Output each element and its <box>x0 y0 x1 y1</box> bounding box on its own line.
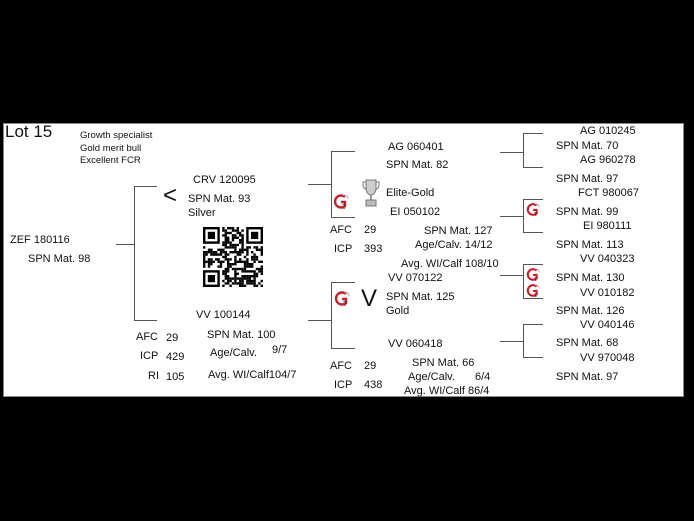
dam-icp-label: ICP <box>140 350 159 362</box>
ss-spn: SPN Mat. 82 <box>386 159 449 171</box>
g3-id-1: AG 010245 <box>580 125 636 137</box>
g3-id-5: VV 040323 <box>580 253 635 265</box>
g3-spn-8: SPN Mat. 97 <box>556 371 619 383</box>
sd-age: Age/Calv. 14/12 <box>415 239 493 251</box>
dam-age: 9/7 <box>272 344 288 356</box>
dam-wi: Avg. WI/Calf104/7 <box>208 369 297 381</box>
ds-rating: Gold <box>386 305 410 317</box>
subject-spn: SPN Mat. 98 <box>28 253 91 265</box>
sd-icp-label: ICP <box>334 243 353 255</box>
svg-text:T: T <box>534 293 538 298</box>
g3-id-7: VV 040146 <box>580 319 635 331</box>
ds-spn: SPN Mat. 125 <box>386 291 455 303</box>
sd-afc: 29 <box>364 224 377 236</box>
g3-spn-5: SPN Mat. 130 <box>556 272 625 284</box>
g3-spn-3: SPN Mat. 99 <box>556 206 619 218</box>
ss-id: AG 060401 <box>388 141 444 153</box>
g3-id-2: AG 960278 <box>580 154 636 166</box>
ss-award: Elite-Gold <box>386 187 435 199</box>
gt-logo-icon: T <box>334 291 350 307</box>
dam-afc-label: AFC <box>136 331 158 343</box>
sd-spn: SPN Mat. 127 <box>424 225 493 237</box>
g3-spn-4: SPN Mat. 113 <box>556 239 624 251</box>
sire-rating: Silver <box>188 207 216 219</box>
note-3: Excellent FCR <box>80 155 141 166</box>
note-1: Growth specialist <box>80 130 153 141</box>
g3-id-4: EI 980111 <box>583 220 632 232</box>
dam-ri-label: RI <box>148 370 159 382</box>
dd-icp: 438 <box>364 379 383 391</box>
ds-symbol: V <box>361 285 378 312</box>
dd-age-label: Age/Calv. <box>408 371 455 383</box>
sd-id: EI 050102 <box>390 206 441 218</box>
g3-spn-1: SPN Mat. 70 <box>556 140 619 152</box>
dd-spn: SPN Mat. 66 <box>412 357 475 369</box>
sire-id: CRV 120095 <box>193 174 256 186</box>
qr-code[interactable] <box>203 227 263 287</box>
svg-text:T: T <box>342 203 347 210</box>
dam-id: VV 100144 <box>196 309 251 321</box>
sire-spn: SPN Mat. 93 <box>188 193 251 205</box>
sd-wi: Avg. WI/Calf 108/10 <box>401 258 499 270</box>
dd-afc: 29 <box>364 360 377 372</box>
dd-icp-label: ICP <box>334 379 353 391</box>
svg-text:T: T <box>534 212 538 217</box>
svg-text:T: T <box>343 300 348 307</box>
ds-id: VV 070122 <box>388 272 443 284</box>
dam-ri: 105 <box>166 371 185 383</box>
g3-id-3: FCT 980067 <box>578 187 639 199</box>
gt-logo-icon: T <box>526 268 540 282</box>
dam-spn: SPN Mat. 100 <box>207 329 276 341</box>
g3-spn-6: SPN Mat. 126 <box>556 305 625 317</box>
subject-id: ZEF 180116 <box>10 234 70 246</box>
dd-wi: Avg. WI/Calf 86/4 <box>404 385 490 397</box>
sire-symbol: < <box>163 182 178 209</box>
g3-spn-2: SPN Mat. 97 <box>556 173 619 185</box>
dam-icp: 429 <box>166 351 185 363</box>
pedigree-panel <box>3 123 684 397</box>
sd-icp: 393 <box>364 243 383 255</box>
svg-text:T: T <box>534 277 538 282</box>
dam-afc: 29 <box>166 332 179 344</box>
lot-title: Lot 15 <box>5 122 53 141</box>
note-2: Gold merit bull <box>80 143 142 154</box>
dam-age-label: Age/Calv. <box>210 347 257 359</box>
gt-logo-icon: T <box>526 284 540 298</box>
g3-spn-7: SPN Mat. 68 <box>556 337 619 349</box>
trophy-icon <box>362 179 380 207</box>
g3-id-6: VV 010182 <box>580 287 635 299</box>
gt-logo-icon: T <box>333 194 349 210</box>
sd-afc-label: AFC <box>330 224 352 236</box>
g3-id-8: VV 970048 <box>580 352 635 364</box>
gt-logo-icon: T <box>526 203 540 217</box>
dd-age: 6/4 <box>475 371 491 383</box>
dd-id: VV 060418 <box>388 338 443 350</box>
dd-afc-label: AFC <box>330 360 352 372</box>
